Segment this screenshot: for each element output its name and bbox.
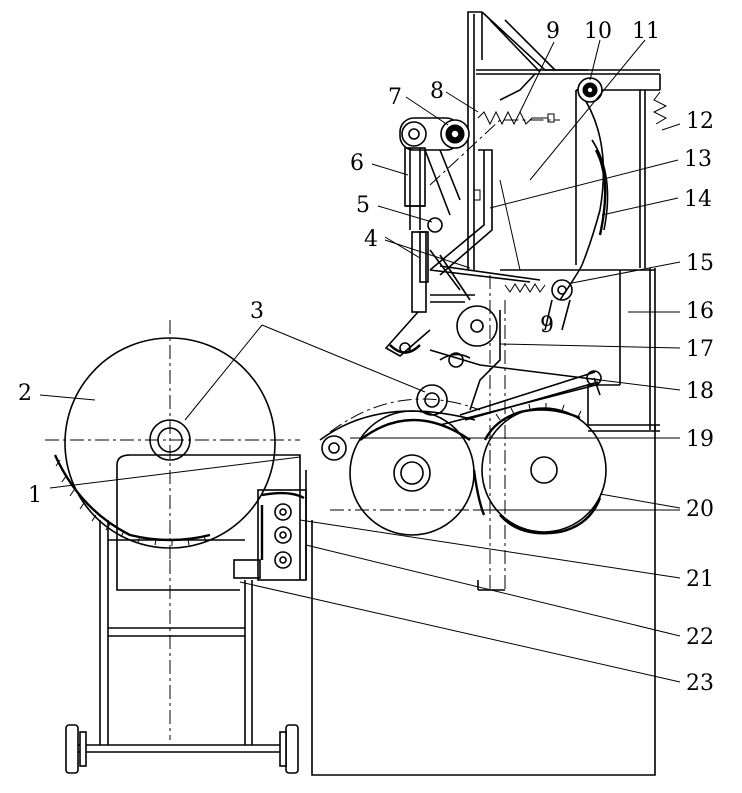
spring-lower (505, 284, 545, 292)
callout-labels: 1 2 3 4 5 6 7 8 9 10 11 12 13 14 15 16 1… (18, 19, 714, 696)
roller-bracket (234, 470, 306, 580)
label-10: 10 (584, 19, 612, 44)
label-2: 2 (18, 381, 32, 406)
label-13: 13 (684, 147, 712, 172)
label-19: 19 (686, 427, 714, 452)
spring-8 (478, 112, 554, 124)
pulley-10 (578, 78, 602, 102)
label-18: 18 (686, 379, 714, 404)
leader-lines (40, 40, 680, 682)
trolley-stand (66, 455, 300, 773)
label-21: 21 (686, 567, 714, 592)
label-22: 22 (686, 625, 714, 650)
label-20: 20 (686, 497, 714, 522)
label-1: 1 (28, 483, 42, 508)
drum-left (350, 411, 474, 535)
svg-text:9: 9 (540, 313, 554, 338)
label-11: 11 (632, 19, 660, 44)
label-14: 14 (684, 187, 712, 212)
label-6: 6 (350, 151, 364, 176)
label-17: 17 (686, 337, 714, 362)
cam-disk (430, 306, 600, 410)
label-3: 3 (250, 299, 264, 324)
label-8: 8 (430, 79, 444, 104)
label-16: 16 (686, 299, 714, 324)
upper-frame (468, 12, 660, 590)
label-4: 4 (364, 227, 378, 252)
roller-3 (320, 385, 480, 460)
lever-block (386, 232, 475, 356)
label-15: 15 (686, 251, 714, 276)
label-12: 12 (686, 109, 714, 134)
motor-assembly (400, 118, 469, 232)
label-5: 5 (356, 193, 370, 218)
label-7: 7 (388, 85, 402, 110)
label-23: 23 (686, 671, 714, 696)
label-9: 9 (546, 19, 560, 44)
spring-12 (654, 92, 666, 124)
